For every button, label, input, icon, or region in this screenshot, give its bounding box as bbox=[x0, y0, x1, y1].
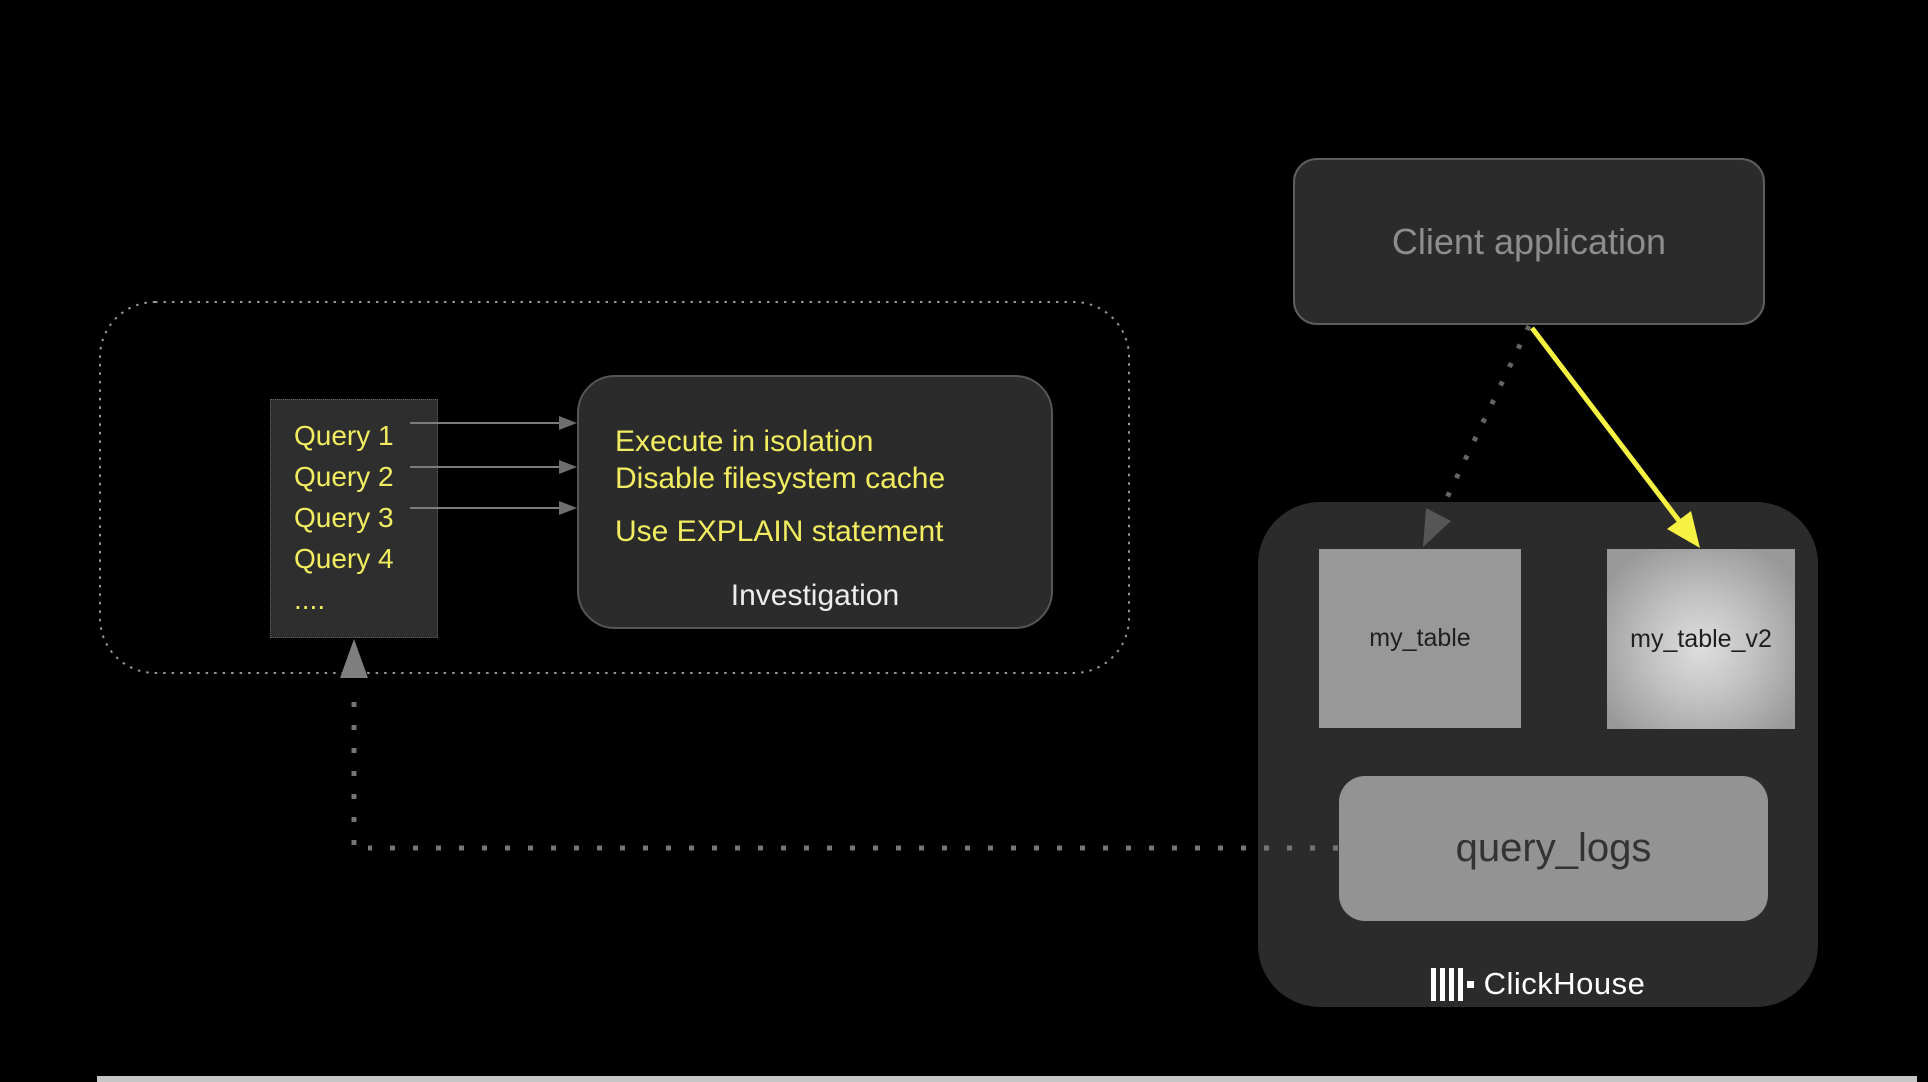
my-table-v2-box: my_table_v2 bbox=[1607, 549, 1795, 729]
query-list-item: Query 1 bbox=[294, 420, 394, 451]
investigation-step: Execute in isolation bbox=[615, 425, 874, 458]
bottom-edge-strip bbox=[97, 1076, 1917, 1082]
my-table-box: my_table bbox=[1319, 549, 1521, 728]
investigation-steps: Execute in isolation Disable filesystem … bbox=[615, 423, 945, 550]
clickhouse-logo: ClickHouse bbox=[1258, 966, 1818, 1002]
investigation-label: Investigation bbox=[730, 579, 900, 612]
investigation-step: Disable filesystem cache bbox=[615, 462, 946, 495]
query-logs-box: query_logs bbox=[1339, 776, 1768, 921]
investigation-step: Use EXPLAIN statement bbox=[615, 515, 944, 548]
query-list-item: Query 4 bbox=[294, 543, 394, 574]
query-logs-feedback-arrow bbox=[340, 639, 1338, 851]
clickhouse-brand-label: ClickHouse bbox=[1483, 966, 1646, 1001]
clickhouse-box: my_table my_table_v2 query_logs ClickHou… bbox=[1258, 502, 1818, 1007]
query-list-item: Query 2 bbox=[294, 461, 394, 492]
query-list-panel: Query 1 Query 2 Query 3 Query 4 .... bbox=[270, 399, 438, 638]
investigation-box: Execute in isolation Disable filesystem … bbox=[577, 375, 1053, 629]
query-list-item: .... bbox=[294, 584, 326, 615]
client-application-box: Client application bbox=[1293, 158, 1765, 325]
client-application-label: Client application bbox=[1391, 220, 1667, 262]
my-table-label: my_table bbox=[1369, 624, 1471, 652]
query-logs-label: query_logs bbox=[1455, 826, 1652, 870]
my-table-v2-label: my_table_v2 bbox=[1630, 624, 1772, 653]
query-list-item: Query 3 bbox=[294, 502, 394, 533]
clickhouse-logo-icon bbox=[1430, 967, 1474, 1001]
